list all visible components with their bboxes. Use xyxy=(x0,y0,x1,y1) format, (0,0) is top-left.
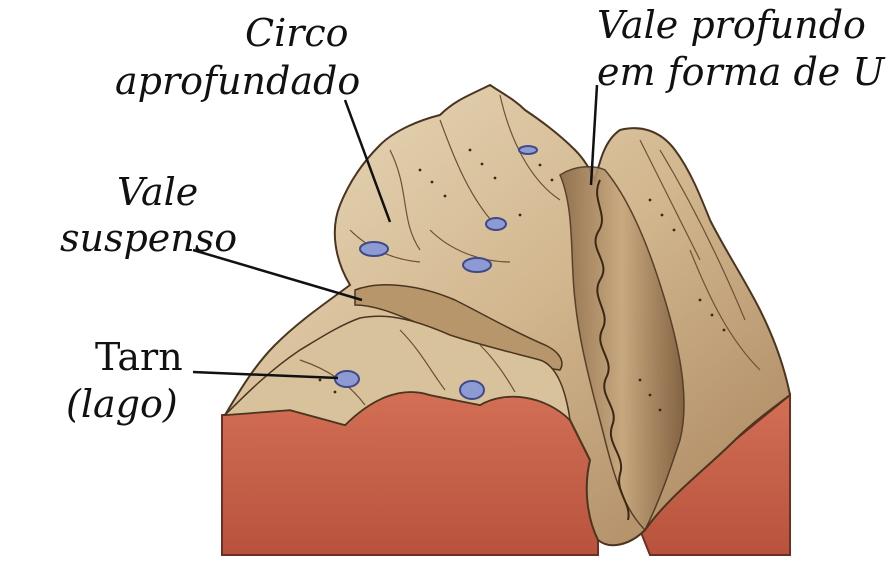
label-vale-profundo-line1: Vale profundo xyxy=(597,4,866,46)
tarn-lake xyxy=(519,146,537,154)
tarn-lake xyxy=(486,218,506,230)
label-tarn-line2: (lago) xyxy=(66,383,178,425)
tarn-lake xyxy=(460,381,484,399)
bedrock-block xyxy=(222,392,598,555)
label-vale-suspenso-line1: Vale xyxy=(117,171,198,213)
label-vale-profundo-line2: em forma de U xyxy=(597,51,884,93)
label-circo-line2: aprofundado xyxy=(115,60,360,102)
tarn-lake xyxy=(360,242,388,256)
label-circo-line1: Circo xyxy=(245,12,349,54)
tarn-lake xyxy=(463,258,491,272)
label-vale-suspenso-line2: suspenso xyxy=(60,217,237,259)
label-tarn-line1: Tarn xyxy=(95,336,183,378)
tarn-lake xyxy=(335,371,359,387)
